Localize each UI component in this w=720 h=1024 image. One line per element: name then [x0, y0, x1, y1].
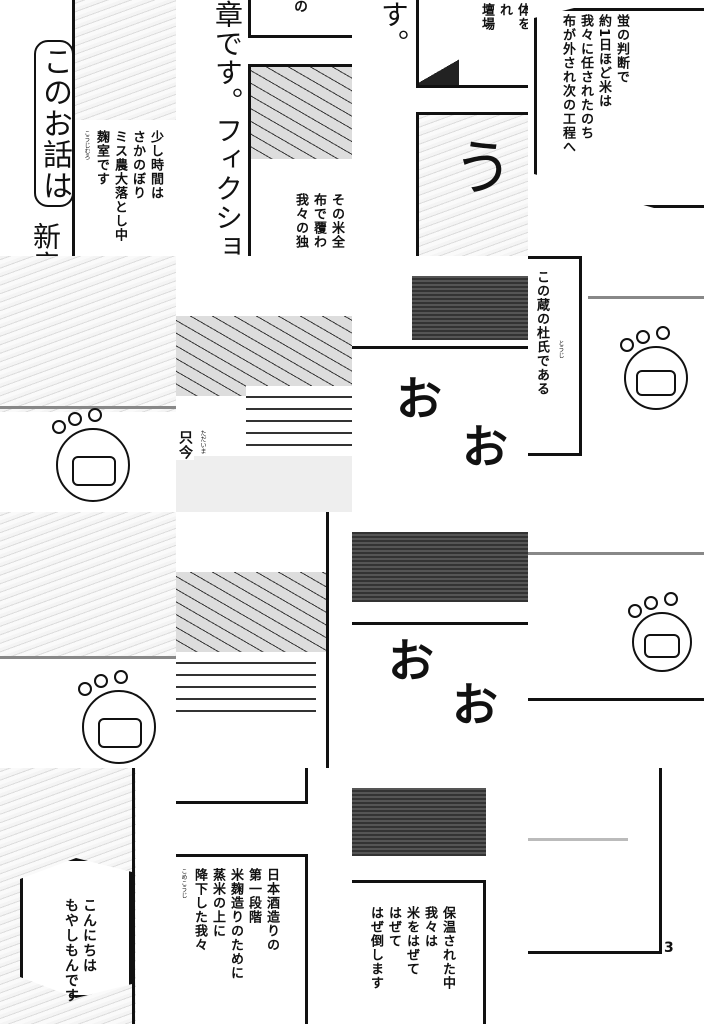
mascot-mouth: [644, 634, 680, 658]
sfx-u: う: [453, 134, 513, 204]
sky-texture: [0, 256, 176, 412]
dark-beam: [412, 276, 528, 340]
ceiling-bricks: [176, 572, 352, 652]
mascot-antenna-ball: [620, 338, 634, 352]
panel: [176, 768, 308, 804]
mascot-mouth: [98, 718, 142, 748]
tile-oo: お お: [352, 512, 528, 768]
ruby-text: こめこうじ: [180, 868, 187, 898]
mascot-moyashimon: [628, 592, 692, 672]
sfx-o: お: [452, 678, 498, 732]
mascot-antenna-ball: [644, 596, 658, 610]
intro-caption: 少し時間は さかのぼり ミス農大落とし中 麹室です: [94, 130, 163, 242]
page-number: 3: [664, 940, 674, 956]
ruby-text: こうじむろ: [83, 130, 90, 160]
panel: その米全 布で覆わ 我々の独: [248, 64, 352, 256]
mascot-antenna-ball: [88, 408, 102, 422]
dark-beam: [352, 532, 528, 602]
caption: 日本酒造りの 第一段階 米麹造りのために 蒸米の上に 降下した我々: [192, 868, 279, 980]
speech-box: [528, 256, 582, 456]
ceiling-bricks: [176, 316, 352, 396]
speech-bubble: [20, 858, 132, 998]
intro-boxed-text: このお話は: [34, 40, 74, 207]
panel-border: [352, 622, 528, 625]
mascot-antenna-ball: [94, 674, 108, 688]
mascot-moyashimon: [78, 670, 156, 764]
ground-line: [0, 656, 176, 659]
sfx-o: お: [388, 634, 434, 688]
shade: [419, 57, 459, 85]
ruby-text: とうじ: [557, 340, 564, 358]
sfx-o: お: [462, 420, 508, 474]
panel: の: [248, 0, 352, 38]
tile-caption-judgement: 蛍の判断で 約1日ほど米は 我々に任されたのち 布が外され次の工程へ: [528, 0, 704, 256]
ground-line: [0, 406, 176, 409]
sfx-o: お: [396, 372, 442, 426]
tile-page-end: 3: [528, 768, 704, 1024]
speech-box: [534, 8, 704, 208]
panel-border: [326, 512, 352, 768]
tile-first-step: 日本酒造りの 第一段階 米麹造りのために 蒸米の上に 降下した我々 こめこうじ: [176, 768, 352, 1024]
tile-intro: このお話は 新章 少し時間は さかのぼり ミス農大落とし中 麹室です こうじむろ: [0, 0, 176, 256]
tile-oo: お お: [352, 256, 528, 512]
mascot-antenna-ball: [628, 604, 642, 618]
tile-fiction: 章です。フィクションで の その米全 布で覆わ 我々の独: [176, 0, 352, 256]
mascot-antenna-ball: [114, 670, 128, 684]
shelves: [176, 652, 316, 722]
sky-texture: [0, 512, 176, 658]
panel-text: の: [292, 0, 308, 14]
ground-line: [528, 552, 704, 555]
tile-haze: 保温された中 我々は 米をはぜて はぜて はぜ倒します: [352, 768, 528, 1024]
ruby-text: ただいま: [198, 430, 206, 454]
mascot-antenna-ball: [52, 420, 66, 434]
mascot-antenna-ball: [664, 592, 678, 606]
ceiling-bricks: [251, 67, 352, 159]
tile-mascot: [0, 256, 176, 512]
panel: 体を れ 壇場: [416, 0, 528, 88]
mascot-moyashimon: [52, 408, 130, 502]
panel-border: [132, 768, 135, 1024]
panel: [176, 854, 308, 1024]
rice-bed: [176, 456, 352, 512]
tile-mascot-small: [528, 512, 704, 768]
caption: 保温された中 我々は 米をはぜて はぜて はぜ倒します: [368, 906, 455, 990]
sky-texture: [74, 0, 176, 120]
panel-border: [352, 346, 528, 349]
panel: [528, 768, 662, 954]
panel-caption: その米全 布で覆わ 我々の独: [293, 193, 344, 249]
ground-line: [588, 296, 704, 299]
mascot-moyashimon: [620, 326, 688, 410]
ground-line: [528, 838, 628, 841]
mascot-antenna-ball: [656, 326, 670, 340]
panel-caption: 体を れ 壇場: [479, 3, 528, 31]
caption: この蔵の杜氏である: [534, 270, 549, 396]
caption: 蛍の判断で 約1日ほど米は 我々に任されたのち 布が外され次の工程へ: [560, 14, 629, 154]
mascot-antenna-ball: [78, 682, 92, 696]
tile-u: す。 体を れ 壇場 う: [352, 0, 528, 256]
mascot-mouth: [72, 456, 116, 486]
greeting-text: こんにちは もやしもんです: [63, 898, 97, 1003]
panel-border: [528, 698, 704, 701]
tile-greeting: こんにちは もやしもんです: [0, 768, 176, 1024]
mascot-mouth: [636, 370, 676, 396]
su-text: す。: [377, 0, 410, 58]
mascot-antenna-ball: [636, 330, 650, 344]
mascot-antenna-ball: [68, 412, 82, 426]
panel: う: [416, 112, 528, 256]
tile-mascot: [0, 512, 176, 768]
caption: 只今: [176, 430, 194, 460]
tile-room: [176, 512, 352, 768]
tile-toji: この蔵の杜氏である とうじ: [528, 256, 704, 512]
dark-beam: [352, 788, 486, 856]
tile-room: 只今 ただいま: [176, 256, 352, 512]
intro-cut-text: 新章: [29, 222, 62, 256]
fiction-big-text: 章です。フィクションで: [211, 0, 244, 256]
panel: [352, 880, 486, 1024]
shelves: [246, 386, 352, 456]
